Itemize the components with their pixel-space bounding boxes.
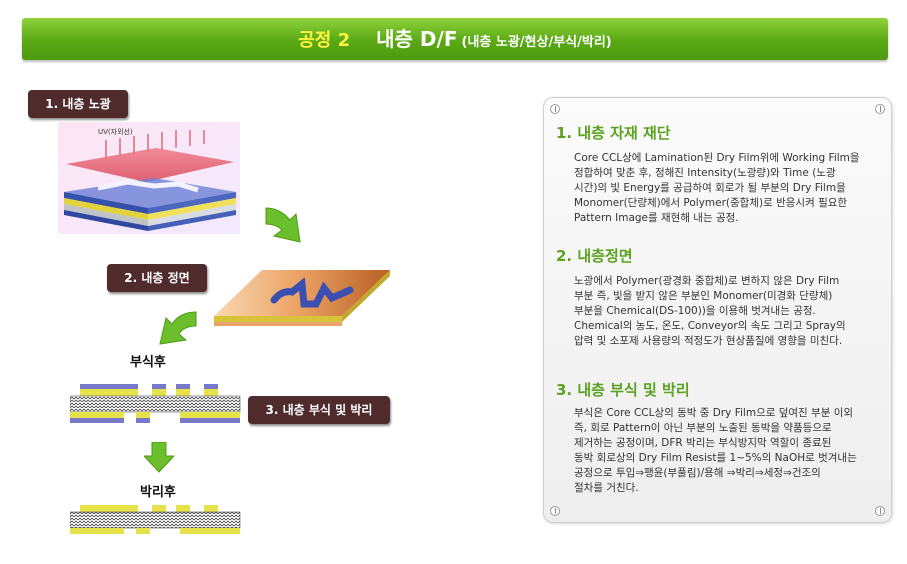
process-step-label: 공정 2 — [298, 30, 351, 51]
text-line: 정합하여 맞춘 후, 정해진 Intensity(노광량)와 Time (노광 — [574, 167, 836, 179]
text-line: 부분 즉, 빛을 받지 않은 부분인 Monomer(미경화 단량체) — [574, 290, 833, 302]
screw-icon — [550, 104, 560, 114]
page-title: 내층 D/F — [376, 27, 458, 51]
text-line: Pattern Image를 재현해 내는 공정. — [574, 212, 739, 224]
text-line: 절차를 거친다. — [574, 482, 639, 494]
section-body: Core CCL상에 Lamination된 Dry Film위에 Workin… — [574, 151, 874, 226]
etched-cross-section — [70, 384, 241, 423]
text-line: 압력 및 소포제 사용량의 적정도가 현상품질에 영향을 미친다. — [574, 335, 843, 347]
text-line: 공정으로 투입⇒팽윤(부풀림)/용해 ⇒박리⇒세정⇒건조의 — [574, 467, 821, 479]
screw-icon — [550, 506, 560, 516]
section-title: 1. 내층 자재 재단 — [556, 124, 671, 142]
text-line: Monomer(단량체)에서 Polymer(중합체)로 반응시켜 필요한 — [574, 197, 848, 209]
text-line: 부분을 Chemical(DS-100))을 이용해 벗겨내는 공정. — [574, 305, 816, 317]
text-line: 부식은 Core CCL상의 동박 중 Dry Film으로 덮여진 부분 이외 — [574, 407, 854, 419]
text-line: 시간)의 빛 Energy를 공급하여 회로가 될 부분의 Dry Film을 — [574, 182, 846, 194]
caption-after-strip: 박리후 — [140, 485, 176, 500]
tag-etch-strip: 3. 내층 부식 및 박리 — [248, 396, 390, 424]
uv-label: UV(자외선) — [98, 127, 133, 136]
text-line: 제거하는 공정이며, DFR 박리는 부식방지막 역할이 종료된 — [574, 437, 832, 449]
arrow-down-icon — [144, 442, 174, 473]
text-line: 즉, 회로 Pattern이 아닌 부분의 노출된 동박을 약품등으로 — [574, 422, 832, 434]
stripped-cross-section — [70, 505, 241, 534]
text-line: Core CCL상에 Lamination된 Dry Film위에 Workin… — [574, 152, 860, 164]
text-line: 동박 회로상의 Dry Film Resist를 1~5%의 NaOH로 벗겨내… — [574, 452, 857, 464]
caption-after-etch: 부식후 — [130, 355, 166, 370]
screw-icon — [875, 506, 885, 516]
section-body: 부식은 Core CCL상의 동박 중 Dry Film으로 덮여진 부분 이외… — [574, 406, 874, 496]
text-line: 노광에서 Polymer(광경화 중합체)로 변하지 않은 Dry Film — [574, 275, 840, 287]
header-banner: 공정 2 내층 D/F(내층 노광/현상/부식/박리) — [22, 18, 888, 60]
text-line: Chemical의 농도, 온도, Conveyor의 속도 그리고 Spray… — [574, 320, 846, 332]
arrow-down-left-icon — [159, 311, 197, 345]
info-panel: 1. 내층 자재 재단 Core CCL상에 Lamination된 Dry F… — [543, 97, 892, 523]
tag-surface-prep: 2. 내층 정면 — [107, 264, 207, 292]
section-title: 2. 내층정면 — [556, 247, 633, 265]
section-title: 3. 내층 부식 및 박리 — [556, 381, 690, 399]
arrow-down-right-icon — [265, 207, 301, 243]
surface-prep-illustration — [214, 270, 390, 326]
page-subtitle: (내층 노광/현상/부식/박리) — [461, 35, 612, 50]
tag-exposure: 1. 내층 노광 — [28, 90, 128, 118]
section-body: 노광에서 Polymer(광경화 중합체)로 변하지 않은 Dry Film 부… — [574, 274, 874, 349]
screw-icon — [875, 104, 885, 114]
exposure-illustration: UV(자외선) — [58, 122, 240, 234]
